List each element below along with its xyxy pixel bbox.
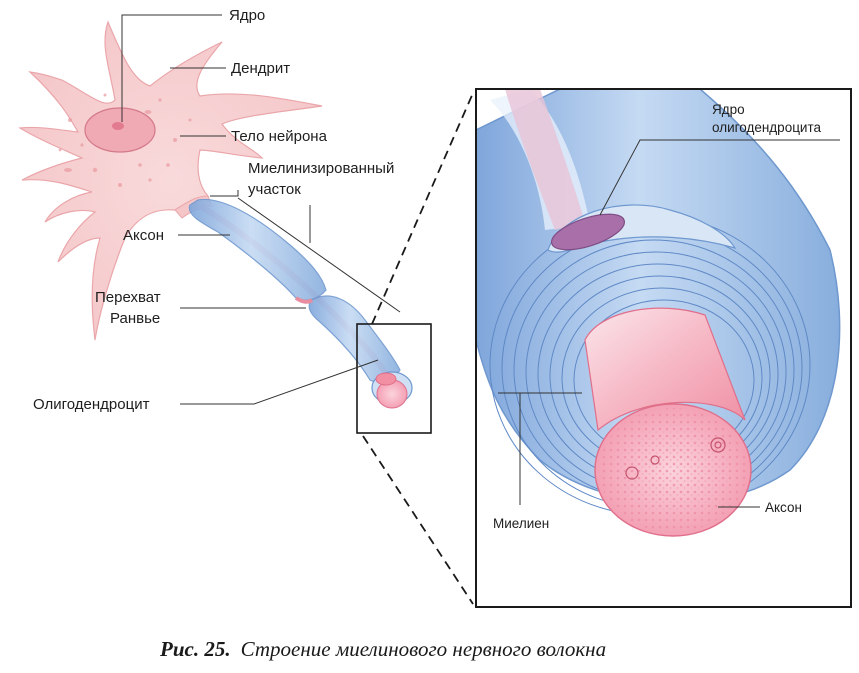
- label-ranvier-line1: Перехват: [95, 289, 161, 306]
- myelinated-axon: [188, 198, 413, 409]
- label-dendrite: Дендрит: [231, 60, 290, 77]
- small-axon-top: [375, 372, 397, 386]
- label-myelinated-line2: участок: [248, 181, 301, 198]
- figure-caption: Рис. 25. Строение миелинового нервного в…: [159, 637, 606, 661]
- label-nucleus: Ядро: [229, 7, 265, 24]
- caption-text: Строение миелинового нервного волокна: [241, 637, 607, 661]
- zoom-line-bottom: [362, 435, 474, 605]
- neuron-nucleus: [84, 107, 156, 153]
- neuron-cell-body-with-dendrites: [18, 20, 323, 341]
- nucleolus: [112, 122, 124, 130]
- zoom-line-top: [371, 92, 474, 325]
- caption-number: Рис. 25.: [159, 637, 231, 661]
- magnified-cross-section: [475, 88, 852, 608]
- myelin-segment-1: [188, 198, 327, 301]
- inset-frame: [475, 88, 852, 608]
- axon-inside-sheath: [505, 89, 585, 230]
- zoom-source-box: [356, 323, 432, 434]
- axon-organelles: [625, 437, 726, 480]
- label-oligo-nucleus-line1: Ядро: [712, 102, 745, 117]
- node-of-ranvier: [294, 296, 314, 304]
- label-oligo-nucleus-line2: олигодендроцита: [712, 120, 822, 135]
- label-axon: Аксон: [123, 227, 164, 244]
- label-ranvier-line2: Ранвье: [110, 310, 160, 327]
- myelin-segment-2: [308, 295, 401, 383]
- axon-cylinder: [584, 307, 746, 432]
- label-myelinated-line1: Миелинизированный: [248, 160, 394, 177]
- leader-lines: [121, 14, 840, 508]
- label-axon-detail: Аксон: [765, 500, 802, 515]
- label-oligodendrocyte: Олигодендроцит: [33, 396, 150, 413]
- label-myelin: Миелиен: [493, 516, 549, 531]
- label-cell-body: Тело нейрона: [231, 128, 328, 145]
- oligodendrocyte-nucleus: [551, 213, 625, 251]
- axoplasm-texture: [599, 408, 747, 532]
- cytoplasm-granules: [58, 93, 192, 187]
